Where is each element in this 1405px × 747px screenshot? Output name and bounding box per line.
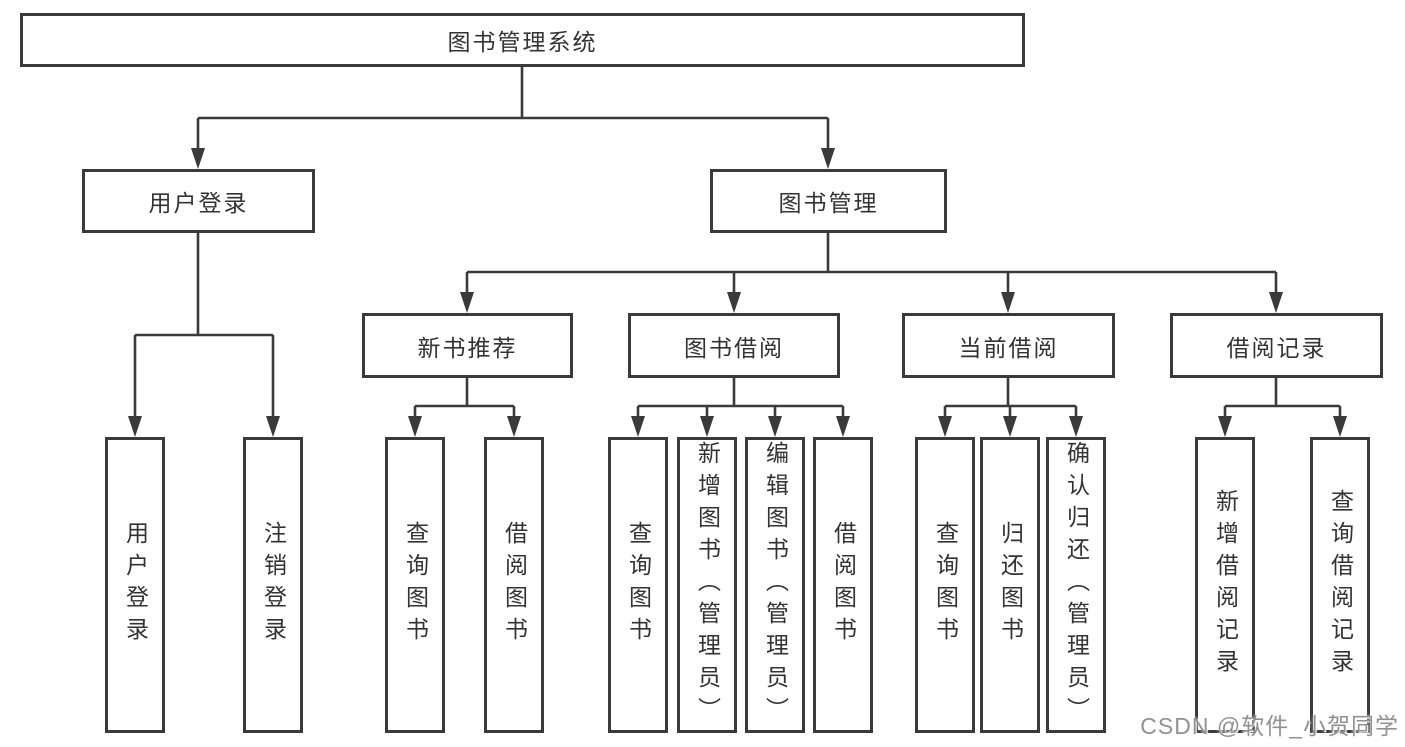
node-leaf-edit-book-admin: 编辑图书（管理员） [745, 437, 805, 733]
node-label: 新书推荐 [417, 334, 518, 361]
node-label: 借阅记录 [1226, 334, 1327, 361]
node-leaf-query-books-2: 查询图书 [608, 437, 668, 733]
node-leaf-borrow-books-2: 借阅图书 [813, 437, 873, 733]
node-label: 用户登录 [148, 190, 249, 216]
node-leaf-query-borrow-record: 查询借阅记录 [1310, 437, 1370, 733]
node-label: 查询图书 [402, 521, 429, 649]
node-label: 查询图书 [932, 521, 959, 649]
node-label: 新增图书（管理员） [694, 441, 721, 729]
node-label: 图书借阅 [684, 334, 784, 361]
node-current-borrowing: 当前借阅 [902, 313, 1115, 378]
node-book-borrowing: 图书借阅 [628, 313, 840, 378]
node-leaf-add-book-admin: 新增图书（管理员） [677, 437, 737, 733]
node-new-book-recommendation: 新书推荐 [362, 313, 573, 378]
connector-arrowheads [128, 148, 1347, 437]
node-user-login-branch: 用户登录 [82, 169, 315, 233]
node-leaf-query-books-3: 查询图书 [915, 437, 975, 733]
node-leaf-add-borrow-record: 新增借阅记录 [1195, 437, 1255, 733]
node-label: 归还图书 [997, 521, 1024, 649]
node-leaf-borrow-books-1: 借阅图书 [484, 437, 544, 733]
node-label: 图书管理 [778, 190, 879, 216]
node-label: 图书管理系统 [447, 29, 598, 55]
node-label: 编辑图书（管理员） [762, 441, 789, 729]
node-borrowing-records: 借阅记录 [1170, 313, 1383, 378]
node-label: 当前借阅 [958, 334, 1059, 361]
node-leaf-user-login: 用户登录 [105, 437, 165, 733]
node-label: 注销登录 [260, 521, 287, 649]
watermark: CSDN @软件_小贺同学 [1140, 713, 1399, 739]
node-label: 查询图书 [625, 521, 652, 649]
node-label: 确认归还（管理员） [1063, 441, 1090, 729]
node-root-library-management-system: 图书管理系统 [20, 13, 1025, 67]
node-label: 新增借阅记录 [1212, 489, 1239, 681]
node-book-management: 图书管理 [710, 169, 947, 233]
node-label: 查询借阅记录 [1327, 489, 1354, 681]
node-label: 用户登录 [122, 521, 149, 649]
node-label: 借阅图书 [830, 521, 857, 649]
node-leaf-query-books-1: 查询图书 [385, 437, 445, 733]
node-leaf-logout: 注销登录 [243, 437, 303, 733]
node-leaf-confirm-return-admin: 确认归还（管理员） [1046, 437, 1106, 733]
node-leaf-return-book: 归还图书 [980, 437, 1040, 733]
node-label: 借阅图书 [501, 521, 528, 649]
